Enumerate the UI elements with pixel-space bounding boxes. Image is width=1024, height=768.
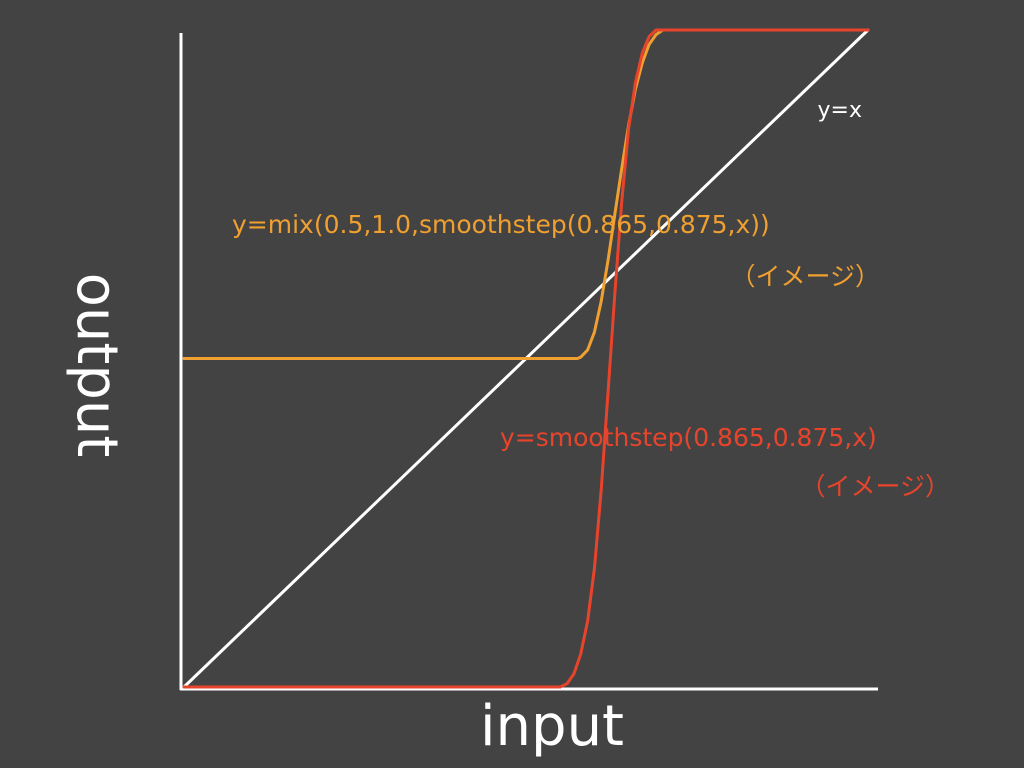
mix-label-note: （イメージ） — [730, 262, 880, 291]
series-layer — [182, 28, 870, 689]
mix-label: y=mix(0.5,1.0,smoothstep(0.865,0.875,x)) — [232, 210, 770, 239]
series-mix-line — [182, 28, 870, 360]
x-axis-label: input — [480, 694, 624, 759]
identity-label: y=x — [818, 98, 862, 123]
smoothstep-label-note: （イメージ） — [800, 472, 950, 501]
series-smoothstep-line — [182, 28, 870, 689]
y-axis-label: output — [64, 273, 129, 458]
smoothstep-label: y=smoothstep(0.865,0.875,x) — [500, 423, 877, 452]
